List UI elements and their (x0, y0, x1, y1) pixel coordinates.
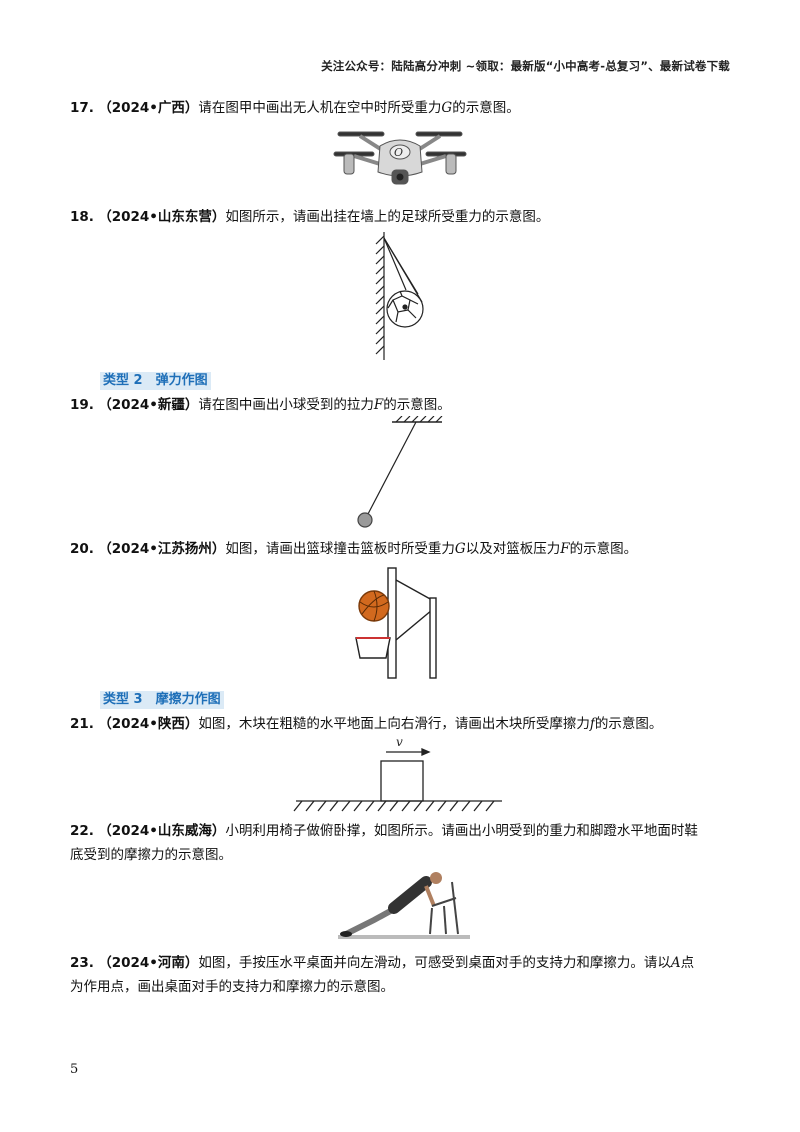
question-variable: G (441, 100, 453, 116)
question-text: 的示意图。 (452, 100, 520, 116)
question-text: 小明利用椅子做俯卧撑，如图所示。请画出小明受到的重力和脚蹬水平地面时鞋 (225, 823, 698, 839)
question-20: 20. （2024•江苏扬州）如图，请画出篮球撞击篮板时所受重力G以及对篮板压力… (70, 537, 750, 561)
question-source: （2024•山东东营） (98, 209, 226, 225)
question-source: （2024•广西） (98, 100, 199, 116)
question-source: （2024•河南） (98, 955, 199, 971)
question-variable: f (589, 716, 595, 732)
question-19: 19. （2024•新疆）请在图中画出小球受到的拉力F的示意图。 (70, 393, 750, 417)
question-text: 如图所示，请画出挂在墙上的足球所受重力的示意图。 (225, 209, 550, 225)
basketball-figure (355, 567, 437, 679)
question-source: （2024•山东威海） (98, 823, 226, 839)
pushup-figure (338, 872, 470, 939)
question-text: 如图，手按压水平桌面并向左滑动，可感受到桌面对手的支持力和摩擦力。请以 (198, 955, 671, 971)
question-variable: F (560, 541, 570, 557)
type-heading: 类型 3 摩擦力作图 (100, 691, 224, 709)
question-text: 如图，请画出篮球撞击篮板时所受重力 (225, 541, 455, 557)
question-text: 的示意图。 (383, 397, 451, 413)
question-text: 点 (680, 955, 695, 971)
question-variable: A (670, 955, 681, 971)
question-21: 21. （2024•陕西）如图，木块在粗糙的水平地面上向右滑行，请画出木块所受摩… (70, 712, 750, 736)
question-text: 为作用点，画出桌面对手的支持力和摩擦力的示意图。 (70, 979, 394, 995)
question-number: 19. (70, 397, 94, 413)
wall-football-figure (375, 232, 424, 360)
question-text: 的示意图。 (594, 716, 663, 732)
type-heading: 类型 2 弹力作图 (100, 372, 211, 390)
question-number: 20. (70, 541, 94, 557)
question-source: （2024•江苏扬州） (98, 541, 226, 557)
question-text: 底受到的摩擦力的示意图。 (70, 847, 232, 863)
drone-figure: O (333, 131, 467, 185)
question-text: 以及对篮板压力 (465, 541, 561, 557)
pendulum-figure (357, 416, 443, 528)
velocity-label: v (396, 735, 403, 749)
question-text: 如图，木块在粗糙的水平地面上向右滑行，请画出木块所受摩擦力 (198, 716, 590, 732)
question-source: （2024•新疆） (98, 397, 199, 413)
question-text: 请在图甲中画出无人机在空中时所受重力 (198, 100, 442, 116)
question-23: 23. （2024•河南）如图，手按压水平桌面并向左滑动，可感受到桌面对手的支持… (70, 951, 750, 999)
question-18: 18. （2024•山东东营）如图所示，请画出挂在墙上的足球所受重力的示意图。 (70, 205, 750, 229)
question-17: 17. （2024•广西）请在图甲中画出无人机在空中时所受重力G的示意图。 (70, 96, 750, 120)
svg-text:O: O (394, 146, 403, 159)
question-22: 22. （2024•山东威海）小明利用椅子做俯卧撑，如图所示。请画出小明受到的重… (70, 819, 750, 867)
question-source: （2024•陕西） (98, 716, 199, 732)
question-variable: F (373, 397, 384, 413)
question-variable: G (454, 541, 466, 557)
page-number: 5 (70, 1062, 79, 1077)
question-text: 的示意图。 (569, 541, 638, 557)
question-text: 请在图中画出小球受到的拉力 (198, 397, 374, 413)
question-number: 22. (70, 823, 94, 839)
question-number: 18. (70, 209, 94, 225)
block-figure: v (293, 735, 502, 812)
question-number: 21. (70, 716, 94, 732)
page-header: 关注公众号：陆陆高分冲刺 ~领取：最新版“小中高考-总复习”、最新试卷下载 (321, 59, 730, 73)
question-number: 17. (70, 100, 94, 116)
question-number: 23. (70, 955, 94, 971)
